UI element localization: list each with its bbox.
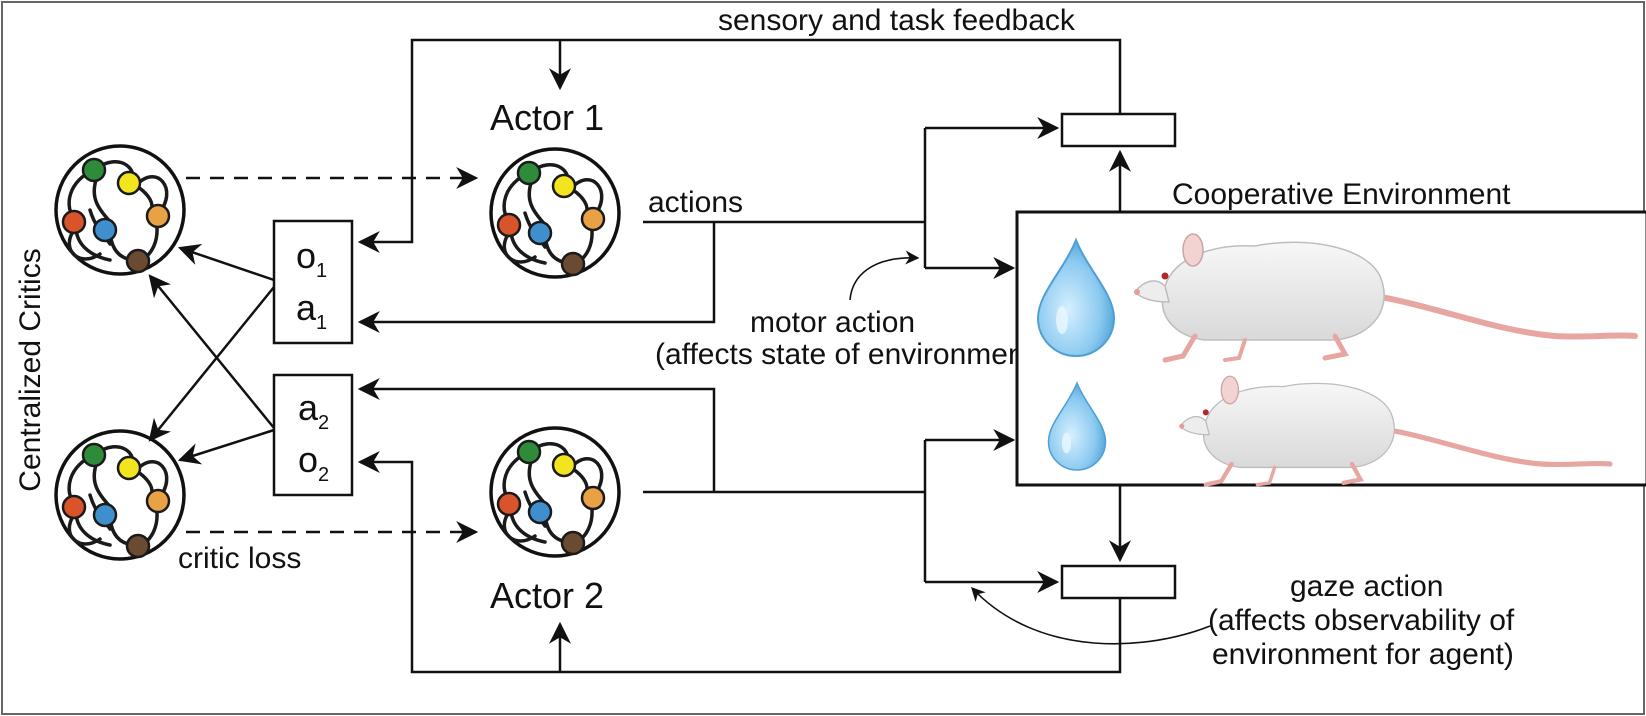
actor-1-network-icon <box>489 147 621 279</box>
box-o1-a1: o1 a1 <box>272 219 354 345</box>
sensor-box-top <box>1060 112 1177 148</box>
box2-a: a <box>298 387 319 428</box>
motor-action-label: motor action <box>750 306 915 339</box>
feedback-label: sensory and task feedback <box>718 4 1076 37</box>
box2-o: o <box>298 439 318 480</box>
sensor-box-bottom <box>1060 564 1177 600</box>
environment-label: Cooperative Environment <box>1172 178 1511 211</box>
gaze-action-label: gaze action <box>1290 570 1443 603</box>
top-feedback-loop: sensory and task feedback <box>357 4 1122 253</box>
actor-2-network-icon <box>489 426 621 558</box>
cooperative-environment: Cooperative Environment <box>1015 178 1646 485</box>
box2-o-sub: 2 <box>318 464 329 486</box>
svg-text:a1: a1 <box>296 287 327 334</box>
box1-a: a <box>296 287 317 328</box>
svg-text:a2: a2 <box>298 387 329 434</box>
critic-loss-label: critic loss <box>178 542 301 575</box>
gaze-action-effect-2: environment for agent) <box>1212 638 1514 671</box>
critics-label: Centralized Critics <box>14 248 47 491</box>
actor-1: Actor 1 actions <box>489 97 743 279</box>
svg-text:o1: o1 <box>296 235 327 282</box>
box-to-critic-arrows <box>148 243 275 465</box>
box-a2-o2: a2 o2 <box>272 373 354 497</box>
actor-2-label: Actor 2 <box>490 575 604 616</box>
box1-a-sub: 1 <box>316 312 327 334</box>
box2-a-sub: 2 <box>318 412 329 434</box>
box1-o-sub: 1 <box>316 260 327 282</box>
actions-label: actions <box>648 186 743 219</box>
actor-1-action-lines <box>357 117 1060 333</box>
motor-action-effect: (affects state of environment) <box>655 338 1043 371</box>
centralized-critics: Centralized Critics critic loss <box>14 144 301 575</box>
gaze-action-annotation: gaze action (affects observability of en… <box>971 570 1515 671</box>
actor-1-label: Actor 1 <box>490 97 604 138</box>
svg-text:o2: o2 <box>298 439 329 486</box>
critic-2-network-icon <box>54 429 186 561</box>
box1-o: o <box>296 235 316 276</box>
bottom-feedback-loop <box>357 451 1122 674</box>
gaze-action-effect-1: (affects observability of <box>1208 604 1515 637</box>
motor-action-annotation: motor action (affects state of environme… <box>655 250 1043 371</box>
critic-1-network-icon <box>54 144 186 276</box>
actor-2-action-lines <box>357 378 1060 593</box>
actor-2: Actor 2 <box>489 426 621 616</box>
